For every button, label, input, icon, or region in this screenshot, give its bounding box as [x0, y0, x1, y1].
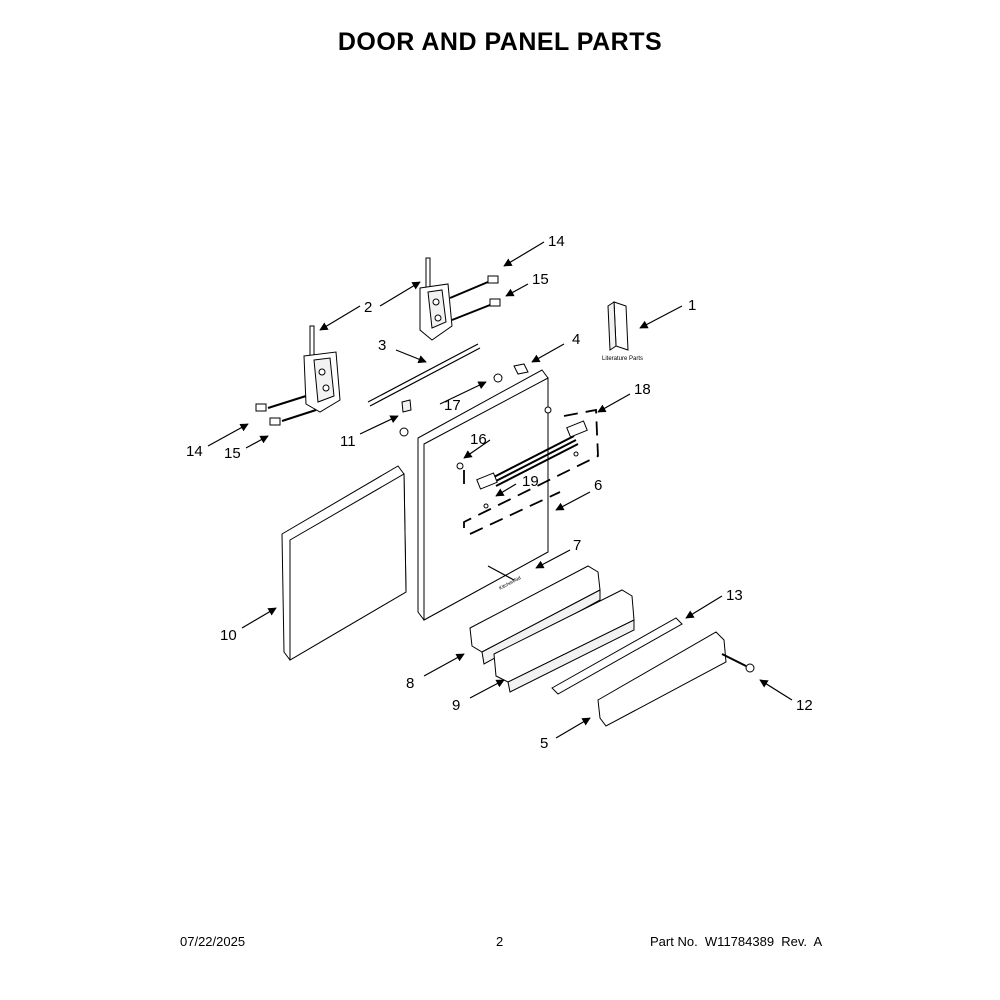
callout-4: 4	[572, 331, 580, 348]
footer-page-number: 2	[496, 934, 504, 949]
callout-14-right: 14	[548, 233, 565, 250]
callout-12: 12	[796, 697, 813, 714]
leader-lines	[207, 241, 793, 739]
callout-2: 2	[364, 299, 372, 316]
latch-illustration	[513, 363, 529, 375]
callout-1: 1	[688, 297, 696, 314]
callout-19: 19	[522, 473, 539, 490]
callout-15-left: 15	[224, 445, 241, 462]
literature-parts-label: Literature Parts	[602, 356, 643, 362]
toe-panel-illustration	[469, 565, 635, 693]
clip-illustration	[401, 399, 412, 413]
right-hinge-illustration	[419, 257, 501, 341]
literature-parts-illustration: Literature Parts	[602, 301, 643, 362]
callout-13: 13	[726, 587, 743, 604]
callout-18: 18	[634, 381, 651, 398]
left-hinge-illustration	[255, 325, 341, 426]
callout-8: 8	[406, 675, 414, 692]
callout-10: 10	[220, 627, 237, 644]
callout-16: 16	[470, 431, 487, 448]
callout-5: 5	[540, 735, 548, 752]
page-title: DOOR AND PANEL PARTS	[337, 28, 663, 56]
callout-9: 9	[452, 697, 460, 714]
callout-15-right: 15	[532, 271, 549, 288]
door-panel-illustration: KitchenAid	[399, 369, 552, 621]
footer-part-number: Part No. W11784389 Rev. A	[650, 934, 823, 949]
inner-panel-illustration	[281, 465, 407, 661]
footer-date: 07/22/2025	[180, 934, 246, 949]
door-cable-illustration	[367, 343, 481, 407]
callout-7: 7	[573, 537, 581, 554]
handle-assembly-illustration	[463, 408, 599, 535]
callout-6: 6	[594, 477, 602, 494]
rail-illustration	[551, 617, 755, 727]
callout-3: 3	[378, 337, 386, 354]
callout-17: 17	[444, 397, 461, 414]
callout-14-left: 14	[186, 443, 203, 460]
callout-labels: 1 2 3 4 5 6 7 8 9 10 11 12 13 14 15 16 1…	[186, 233, 813, 752]
callout-11: 11	[340, 433, 356, 450]
